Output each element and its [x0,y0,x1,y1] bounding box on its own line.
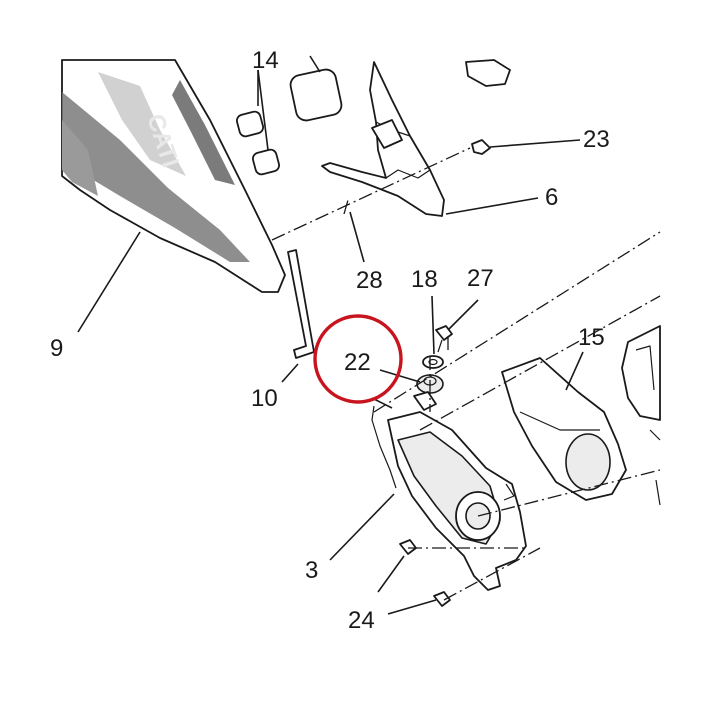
housing-part-3 [387,391,527,591]
callout-14: 14 [252,47,279,74]
callout-labels: 14 23 6 28 18 27 15 22 10 9 3 24 [50,47,610,634]
callout-23: 23 [583,126,610,153]
highlight-circle [313,314,403,404]
callout-27: 27 [467,265,494,292]
screw-27 [435,325,453,353]
screw-24-upper [399,539,417,555]
cover-part-15 [501,357,627,501]
callout-6: 6 [545,184,558,211]
cable-part [371,405,397,489]
callout-22: 22 [344,349,371,376]
callout-28: 28 [356,267,383,294]
callout-9: 9 [50,335,63,362]
callout-10: 10 [251,385,278,412]
assembly-axes [271,147,661,601]
small-trim-part [465,59,511,87]
callout-18: 18 [411,266,438,293]
washer-part-18 [422,355,444,369]
fairing-panel: CATI [61,59,286,293]
callout-15: 15 [578,324,605,351]
leader-lines [77,55,584,615]
throttle-body-edge [621,325,661,506]
bracket-part-6 [321,61,445,217]
screw-24-lower [433,591,451,607]
rubber-pads [236,68,343,176]
callout-24: 24 [348,607,375,634]
screw-23 [471,139,581,155]
strip-part-10 [287,249,315,359]
callout-3: 3 [305,557,318,584]
